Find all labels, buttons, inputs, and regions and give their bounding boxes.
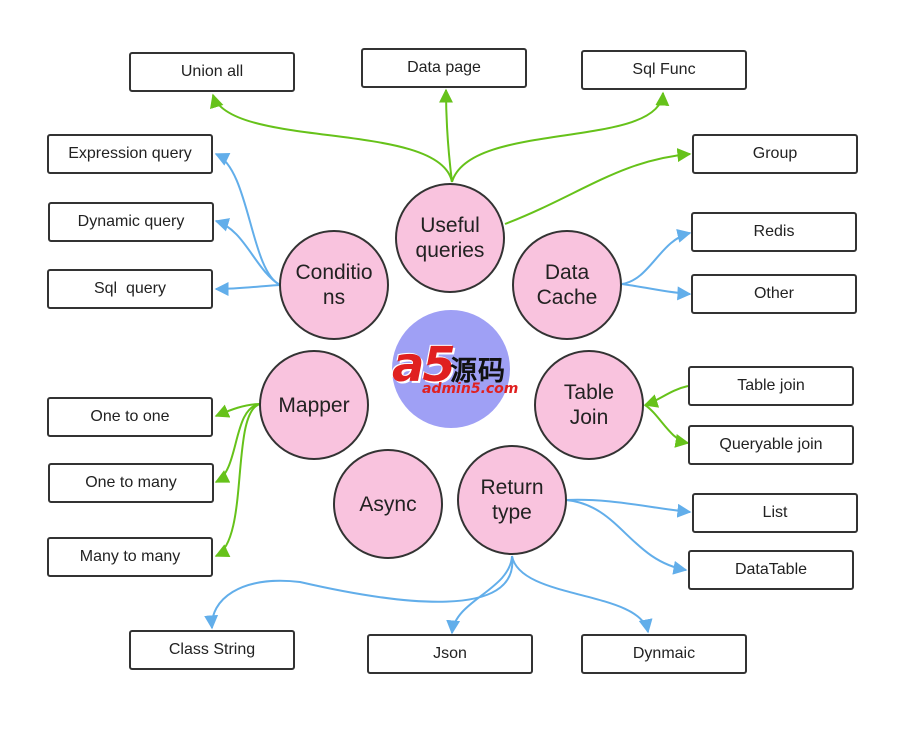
edge-data-cache-to-redis (621, 229, 692, 285)
leaf-json: Json (367, 634, 533, 674)
edge-conditions-to-sql-query (214, 281, 281, 296)
leaf-redis: Redis (691, 212, 857, 252)
edge-table-join-to-queryable-join (644, 404, 690, 448)
hub-useful-queries: Useful queries (395, 183, 505, 293)
edge-conditions-to-dynamic-query (214, 218, 281, 286)
leaf-list: List (692, 493, 858, 533)
hub-mapper: Mapper (259, 350, 369, 460)
logo-brand: a5 (392, 337, 456, 393)
a5-logo: a5 源码 admin5.com (386, 337, 534, 401)
leaf-sql-query: Sql query (47, 269, 213, 309)
edge-mapper-to-many-to-many (214, 403, 261, 557)
edge-return-type-to-class-string (204, 555, 514, 630)
hub-conditions: Conditio ns (279, 230, 389, 340)
leaf-data-page: Data page (361, 48, 527, 88)
edge-return-type-to-datatable (565, 499, 688, 575)
leaf-dynamic-query: Dynamic query (48, 202, 214, 242)
hub-data-cache: Data Cache (512, 230, 622, 340)
hub-table-join: Table Join (534, 350, 644, 460)
leaf-one-to-one: One to one (47, 397, 213, 437)
edge-return-type-to-list (565, 498, 692, 518)
leaf-class-string: Class String (129, 630, 295, 670)
leaf-queryable-join: Queryable join (688, 425, 854, 465)
leaf-table-join: Table join (688, 366, 854, 406)
center-disc (392, 310, 510, 428)
edge-useful-queries-to-group (504, 148, 692, 225)
edge-useful-queries-to-data-page (439, 88, 454, 183)
leaf-group: Group (692, 134, 858, 174)
leaf-union-all: Union all (129, 52, 295, 92)
edge-return-type-to-dynmaic (511, 555, 653, 634)
edge-conditions-to-expression-query (214, 153, 281, 286)
logo-chinese-text: 源码 (450, 356, 506, 387)
leaf-dynmaic: Dynmaic (581, 634, 747, 674)
hub-async: Async (333, 449, 443, 559)
leaf-many-to-many: Many to many (47, 537, 213, 577)
leaf-one-to-many: One to many (48, 463, 214, 503)
logo-url: admin5.com (422, 381, 519, 397)
edge-return-type-to-json (446, 555, 513, 635)
leaf-other: Other (691, 274, 857, 314)
leaf-sql-func: Sql Func (581, 50, 747, 90)
leaf-expression-query: Expression query (47, 134, 213, 174)
hub-return-type: Return type (457, 445, 567, 555)
edge-table-join-to-table-join-leaf (643, 385, 689, 408)
leaf-datatable: DataTable (688, 550, 854, 590)
edge-useful-queries-to-union-all (210, 93, 453, 183)
edge-useful-queries-to-sql-func (451, 91, 670, 183)
edge-mapper-to-one-to-many (214, 403, 261, 483)
edge-data-cache-to-other (621, 283, 692, 301)
